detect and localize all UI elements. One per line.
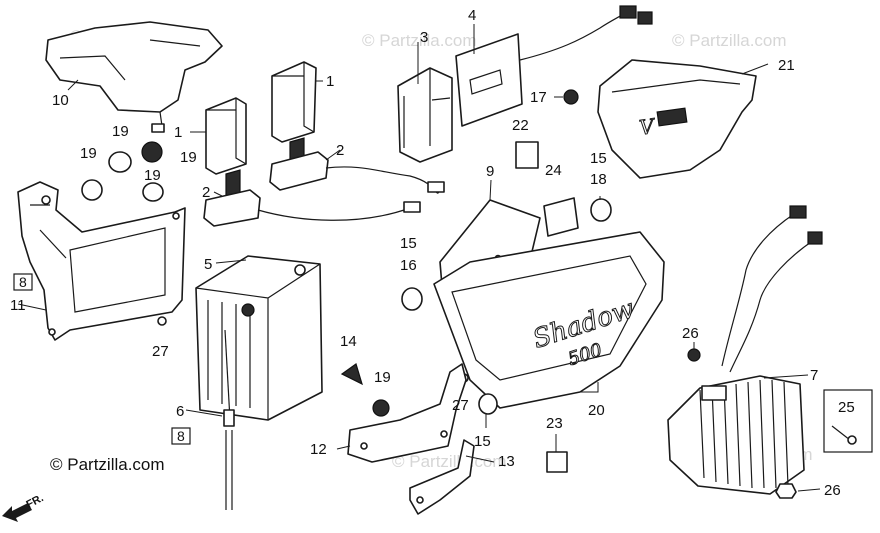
front-arrow-label: FR. <box>24 492 45 511</box>
callout-7: 7 <box>810 367 818 384</box>
part-12-bracket[interactable] <box>347 363 467 463</box>
part-11-bracket[interactable] <box>17 181 186 341</box>
callout-18: 18 <box>590 171 607 188</box>
callout-20: 20 <box>588 402 605 419</box>
part-26-nut-lower[interactable] <box>775 483 797 499</box>
callout-15: 15 <box>590 150 607 167</box>
callout-24: 24 <box>545 162 562 179</box>
callout-25: 25 <box>838 399 855 416</box>
callout-26: 26 <box>682 325 699 342</box>
callout-9: 9 <box>486 163 494 180</box>
part-3-mount[interactable] <box>397 67 453 163</box>
part-18-grommet[interactable] <box>590 198 612 222</box>
callout-14: 14 <box>340 333 357 350</box>
part-17-nut[interactable] <box>563 89 579 105</box>
callout-4: 4 <box>468 7 476 24</box>
watermark-text: © Partzilla.com <box>362 31 477 50</box>
callout-16: 16 <box>400 257 417 274</box>
callout-8: 8 <box>19 274 27 290</box>
wiring-harness <box>257 166 445 221</box>
callout-1: 1 <box>174 124 182 141</box>
callout-15: 15 <box>474 433 491 450</box>
watermark-text: © Partzilla.com <box>672 31 787 50</box>
callout-15: 15 <box>400 235 417 252</box>
leader-lines <box>17 24 821 492</box>
callout-27: 27 <box>452 397 469 414</box>
part-24-sticker[interactable] <box>543 197 579 237</box>
callout-19: 19 <box>112 123 129 140</box>
callout-19: 19 <box>374 369 391 386</box>
part-27-bolt-left[interactable] <box>157 316 167 326</box>
grommets-19[interactable] <box>81 141 164 202</box>
part-4-unit[interactable] <box>455 5 653 127</box>
callout-19: 19 <box>80 145 97 162</box>
callout-13: 13 <box>498 453 515 470</box>
part-16-grommet[interactable] <box>401 287 423 311</box>
copyright-text: © Partzilla.com <box>50 455 165 474</box>
part-23-sticker[interactable] <box>546 451 568 473</box>
part-2-socket-left[interactable] <box>203 169 261 227</box>
part-6-tube[interactable] <box>223 409 235 510</box>
callout-8: 8 <box>177 428 185 444</box>
part-5-battery[interactable] <box>195 255 323 421</box>
part-26-nut-upper[interactable] <box>687 348 701 362</box>
callout-labels: 10 19 19 19 19 1 1 2 2 3 4 17 21 22 9 24… <box>10 7 855 499</box>
part-1-relay-left[interactable] <box>205 97 247 175</box>
callout-23: 23 <box>546 415 563 432</box>
callout-5: 5 <box>204 256 212 273</box>
callout-26: 26 <box>824 482 841 499</box>
callout-6: 6 <box>176 403 184 420</box>
callout-3: 3 <box>420 29 428 46</box>
part-2-socket-right[interactable] <box>269 137 329 191</box>
part-7-regulator[interactable] <box>667 205 823 495</box>
part-13-bracket[interactable] <box>409 439 475 515</box>
part-22-sticker[interactable] <box>515 141 539 169</box>
callout-22: 22 <box>512 117 529 134</box>
grommet-19-small[interactable] <box>372 399 390 417</box>
callout-12: 12 <box>310 441 327 458</box>
part-14-cap[interactable] <box>340 363 363 386</box>
front-arrow-icon: FR. <box>2 492 46 522</box>
part-1-relay-right[interactable] <box>271 61 317 143</box>
part-21-side-cover[interactable]: V <box>597 59 757 179</box>
part-25-bolt[interactable] <box>823 389 873 453</box>
callout-box-8-bottom <box>171 427 191 445</box>
callout-11: 11 <box>10 297 26 314</box>
callout-19: 19 <box>180 149 197 166</box>
part-15-grommet[interactable] <box>478 393 498 415</box>
callout-box-8-left <box>13 273 33 291</box>
watermark-text: © Partzilla.com <box>392 452 507 471</box>
callout-19: 19 <box>144 167 161 184</box>
callout-2: 2 <box>202 184 210 201</box>
callout-17: 17 <box>530 89 547 106</box>
callout-27: 27 <box>152 343 169 360</box>
callout-21: 21 <box>778 57 795 74</box>
callout-1: 1 <box>326 73 334 90</box>
callout-2: 2 <box>336 142 344 159</box>
part-10-cover[interactable] <box>45 21 223 133</box>
callout-10: 10 <box>52 92 69 109</box>
part-20-side-cover[interactable]: Shadow 500 <box>433 231 665 409</box>
